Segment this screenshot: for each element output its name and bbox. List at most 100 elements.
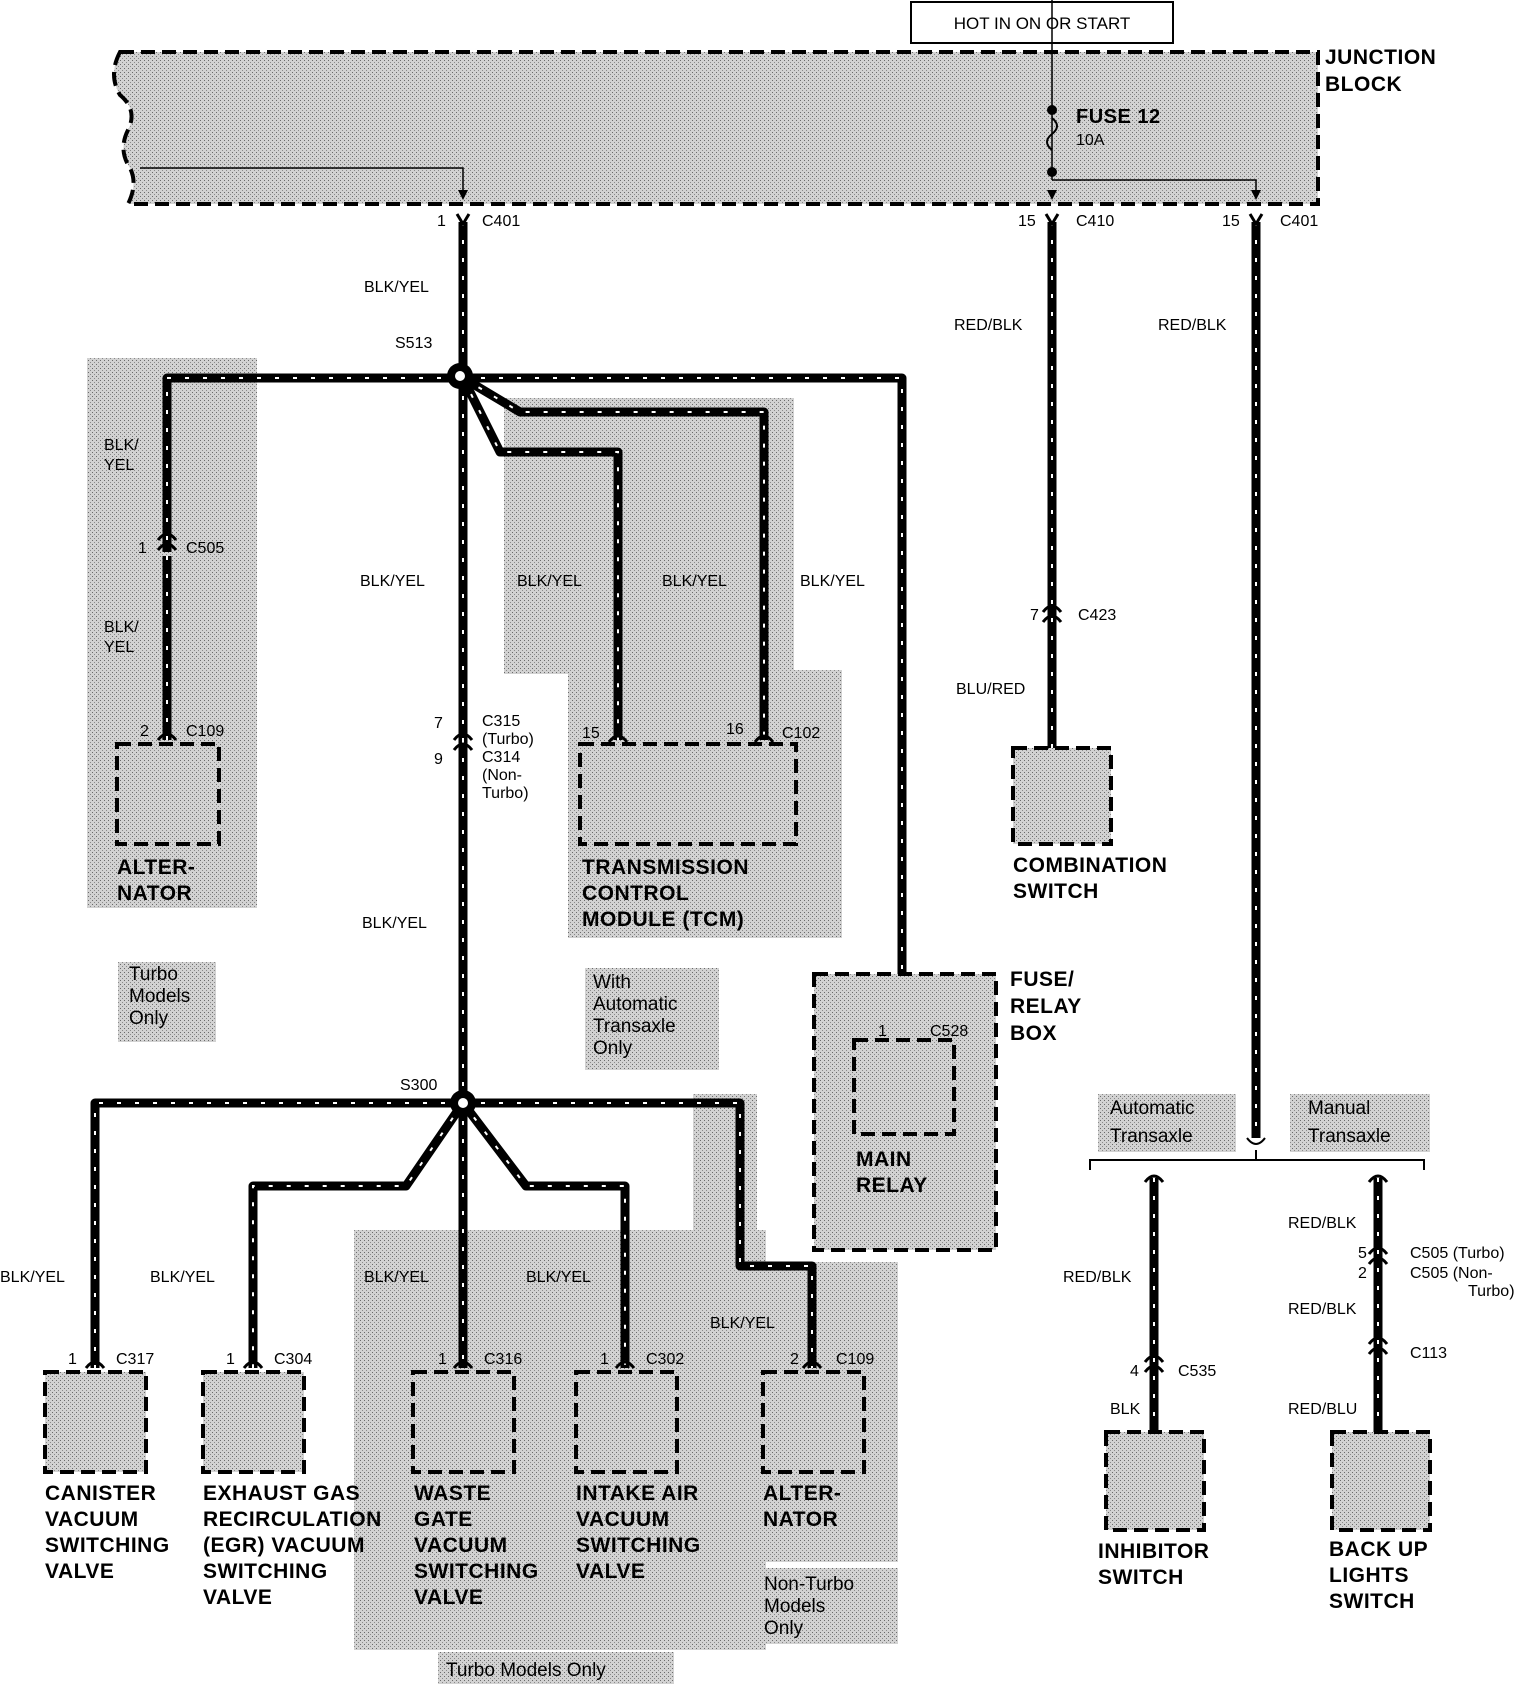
fuse-relay-box — [812, 972, 998, 1252]
alternator-top-box — [115, 742, 221, 846]
splice-s513-label: S513 — [395, 335, 432, 352]
junction-block-title-1: JUNCTION — [1325, 46, 1436, 69]
turbo-bottom-note-shade — [438, 1652, 674, 1684]
c505-left-pin: 1 — [138, 540, 147, 557]
component-labels: ALTER- NATOR TRANSMISSION CONTROL MODULE… — [45, 854, 1428, 1613]
c505-right-conn-a: C505 (Turbo) — [1410, 1245, 1505, 1262]
automatic-transaxle-2: Transaxle — [1110, 1126, 1193, 1147]
hot-label: HOT IN ON OR START — [954, 14, 1131, 33]
c535-conn: C535 — [1178, 1363, 1216, 1380]
main-relay-box — [852, 1038, 956, 1136]
egr-label-1: EXHAUST GAS — [203, 1482, 360, 1505]
splice-s513-center — [455, 371, 465, 381]
turbo-models-only-bottom: Turbo Models Only — [446, 1660, 606, 1681]
main-relay-label-1: MAIN — [856, 1148, 912, 1171]
turbo-note-shade — [118, 962, 216, 1042]
wire-label-19: RED/BLK — [1288, 1215, 1357, 1232]
wire-label-14: BLK/YEL — [364, 1269, 429, 1286]
intake-air-label-3: SWITCHING — [576, 1534, 701, 1557]
c302-conn: C302 — [646, 1351, 684, 1368]
junction-block — [112, 50, 1320, 206]
c316-pin: 1 — [438, 1351, 447, 1368]
intake-air-valve-box — [574, 1370, 679, 1474]
intake-air-label-1: INTAKE AIR — [576, 1482, 699, 1505]
c317-pin: 1 — [68, 1351, 77, 1368]
combination-switch-box — [1011, 746, 1113, 846]
wire-label-3b: YEL — [104, 639, 134, 656]
waste-gate-label-5: VALVE — [414, 1586, 483, 1609]
turbo-only-note-2: Models — [129, 986, 190, 1007]
main-relay-label-2: RELAY — [856, 1174, 928, 1197]
wire-label-7: BLK/YEL — [800, 573, 865, 590]
wires — [90, 222, 1383, 1432]
c109-bottom-conn: C109 — [836, 1351, 874, 1368]
wire-label-9: RED/BLK — [954, 317, 1023, 334]
alternator-bottom-label-1: ALTER- — [763, 1482, 841, 1505]
c401-right-conn: C401 — [1280, 213, 1318, 230]
turbo-only-note-3: Only — [129, 1008, 169, 1029]
c505-right-note: Turbo) — [1468, 1283, 1515, 1300]
wire-label-12: BLK/YEL — [0, 1269, 65, 1286]
auto-trans-note-4: Only — [593, 1038, 633, 1059]
wire-label-15: BLK/YEL — [526, 1269, 591, 1286]
wire-label-18: BLK — [1110, 1401, 1141, 1418]
c316-conn: C316 — [484, 1351, 522, 1368]
fuse-12-name: FUSE 12 — [1076, 106, 1161, 128]
wire-label-3a: BLK/ — [104, 619, 139, 636]
auto-note-shade — [585, 968, 719, 1070]
tcm-label-1: TRANSMISSION — [582, 856, 749, 879]
jb-arrow-3 — [1251, 190, 1261, 200]
transaxle-split-connector — [1246, 1137, 1266, 1145]
waste-gate-label-4: SWITCHING — [414, 1560, 539, 1583]
c109-top-conn: C109 — [186, 723, 224, 740]
egr-label-5: VALVE — [203, 1586, 272, 1609]
c401-left-pin: 1 — [437, 213, 446, 230]
jb-feed-dot — [1047, 105, 1057, 115]
manual-transaxle-1: Manual — [1308, 1098, 1370, 1119]
wire-label-20: RED/BLK — [1288, 1301, 1357, 1318]
alternator-top-label-2: NATOR — [117, 882, 192, 905]
c102-pin-b: 16 — [726, 721, 744, 738]
non-turbo-note-1: Non-Turbo — [764, 1574, 854, 1595]
junction-block-title-2: BLOCK — [1325, 73, 1402, 96]
fuse-relay-box-label-2: RELAY — [1010, 995, 1082, 1018]
waste-gate-label-2: GATE — [414, 1508, 473, 1531]
c528-pin: 1 — [878, 1023, 887, 1040]
c102-pin-a: 15 — [582, 725, 600, 742]
intake-air-label-4: VALVE — [576, 1560, 645, 1583]
note-labels: Turbo Models Only With Automatic Transax… — [129, 964, 1391, 1681]
inhibitor-label-1: INHIBITOR — [1098, 1540, 1209, 1563]
backup-label-1: BACK UP — [1329, 1538, 1428, 1561]
wire-label-5: BLK/YEL — [517, 573, 582, 590]
transaxle-bracket — [1089, 1150, 1425, 1170]
c109-top-pin: 2 — [140, 723, 149, 740]
c314-conn: C314 — [482, 749, 520, 766]
c304-pin: 1 — [226, 1351, 235, 1368]
auto-trans-note-1: With — [593, 972, 631, 993]
auto-trans-note-3: Transaxle — [593, 1016, 676, 1037]
wire-label-10: RED/BLK — [1158, 317, 1227, 334]
wire-label-6: BLK/YEL — [662, 573, 727, 590]
automatic-transaxle-shade — [1098, 1094, 1236, 1152]
c535-pin: 4 — [1130, 1363, 1139, 1380]
canister-label-1: CANISTER — [45, 1482, 156, 1505]
waste-gate-label-1: WASTE — [414, 1482, 491, 1505]
c423-conn: C423 — [1078, 607, 1116, 624]
manual-transaxle-shade — [1290, 1094, 1430, 1152]
tcm-label-2: CONTROL — [582, 882, 689, 905]
intake-air-label-2: VACUUM — [576, 1508, 670, 1531]
c315-conn: C315 — [482, 713, 520, 730]
c505-right-pin-a: 5 — [1358, 1245, 1367, 1262]
backup-label-2: LIGHTS — [1329, 1564, 1409, 1587]
fuse-relay-box-label-1: FUSE/ — [1010, 968, 1074, 991]
egr-valve-box — [201, 1370, 306, 1474]
jb-split-dot — [1047, 167, 1057, 177]
fuse-12-rating: 10A — [1076, 132, 1105, 149]
wire-label-13: BLK/YEL — [150, 1269, 215, 1286]
inhibitor-label-2: SWITCH — [1098, 1566, 1184, 1589]
wire-label-16: BLK/YEL — [710, 1315, 775, 1332]
c401-left-conn: C401 — [482, 213, 520, 230]
non-turbo-note-2: Models — [764, 1596, 825, 1617]
inhibitor-switch-box — [1104, 1430, 1206, 1532]
backup-lights-switch-box — [1330, 1430, 1432, 1532]
